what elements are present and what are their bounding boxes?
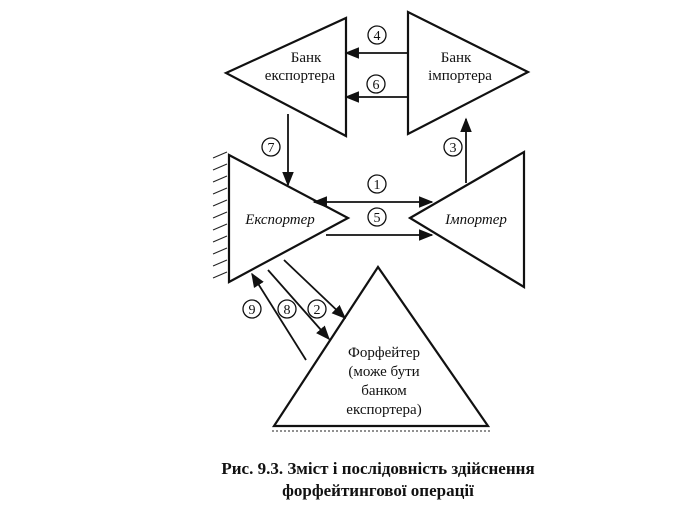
exporter-label: Експортер [244, 212, 315, 228]
figure-caption-line2: форфейтингової операції [282, 481, 474, 500]
forfaiter-label-line2: (може бути [348, 364, 419, 380]
step-number: 7 [268, 141, 275, 156]
forfaiter-label-line4: експортера) [346, 402, 421, 418]
step-number: 1 [374, 178, 381, 193]
bank-exporter-label-line2: експортера [265, 68, 336, 84]
arrow-step-9 [251, 272, 307, 361]
step-marker-6: 6 [366, 74, 386, 94]
step-marker-5: 5 [367, 207, 387, 227]
step-number: 3 [450, 141, 457, 156]
step-number: 6 [373, 78, 380, 93]
figure-caption-line1: Рис. 9.3. Зміст і послідовність здійснен… [221, 459, 534, 478]
step-marker-3: 3 [443, 137, 463, 157]
arrow-step-8 [267, 269, 330, 341]
bank-importer-label-line1: Банк [441, 50, 472, 66]
bank-exporter-node: Банк експортера [223, 16, 348, 138]
step-marker-2: 2 [307, 299, 327, 319]
bank-exporter-label-line1: Банк [291, 50, 322, 66]
step-marker-4: 4 [367, 25, 387, 45]
importer-node: Імпортер [407, 150, 526, 289]
step-marker-1: 1 [367, 174, 387, 194]
arrow-step-2 [283, 259, 347, 319]
step-number: 5 [374, 211, 381, 226]
bank-importer-node: Банк імпортера [406, 10, 531, 136]
step-number: 9 [249, 303, 256, 318]
forfaiter-label-line3: банком [361, 383, 407, 399]
step-number: 4 [374, 29, 381, 44]
exporter-hatching [212, 151, 228, 279]
step-number: 2 [314, 303, 321, 318]
step-marker-9: 9 [242, 299, 262, 319]
step-marker-7: 7 [261, 137, 281, 157]
bank-importer-label-line2: імпортера [428, 68, 492, 84]
step-marker-8: 8 [277, 299, 297, 319]
exporter-node: Експортер [212, 151, 351, 284]
importer-label: Імпортер [444, 212, 507, 228]
forfaiter-label-line1: Форфейтер [348, 345, 420, 361]
forfaiter-node: Форфейтер (може бути банком експортера) [271, 265, 491, 432]
step-number: 8 [284, 303, 291, 318]
